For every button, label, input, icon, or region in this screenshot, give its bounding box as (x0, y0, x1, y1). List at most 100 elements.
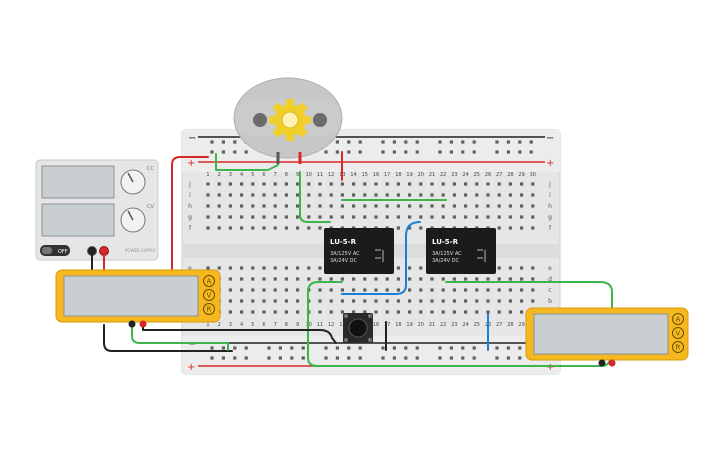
hole-i11[interactable] (318, 193, 322, 197)
hole-d26[interactable] (486, 277, 490, 281)
hole-i27[interactable] (497, 193, 501, 197)
hole-a9[interactable] (296, 310, 300, 314)
hole-a22[interactable] (441, 310, 445, 314)
hole-h3[interactable] (228, 204, 232, 208)
hole-i28[interactable] (508, 193, 512, 197)
hole-e6[interactable] (262, 266, 266, 270)
hole-j11[interactable] (318, 182, 322, 186)
hole-g5[interactable] (251, 215, 255, 219)
hole-f11[interactable] (318, 226, 322, 230)
hole-c19[interactable] (408, 288, 412, 292)
hole-g1[interactable] (206, 215, 210, 219)
meter-right-mode-r[interactable]: R (676, 344, 681, 352)
hole-h23[interactable] (452, 204, 456, 208)
wire-relay2-to-meter[interactable] (445, 281, 613, 311)
rail-hole[interactable] (210, 150, 214, 154)
rail-hole[interactable] (381, 356, 385, 360)
hole-a24[interactable] (464, 310, 468, 314)
hole-c24[interactable] (464, 288, 468, 292)
multimeter-right[interactable]: A V R (525, 307, 689, 367)
hole-i14[interactable] (352, 193, 356, 197)
hole-d12[interactable] (329, 277, 333, 281)
hole-i9[interactable] (296, 193, 300, 197)
hole-j2[interactable] (217, 182, 221, 186)
hole-b23[interactable] (452, 299, 456, 303)
hole-d18[interactable] (396, 277, 400, 281)
hole-h21[interactable] (430, 204, 434, 208)
hole-g18[interactable] (396, 215, 400, 219)
wires[interactable] (91, 151, 613, 367)
hole-a12[interactable] (329, 310, 333, 314)
rail-hole[interactable] (404, 150, 408, 154)
hole-b24[interactable] (464, 299, 468, 303)
rail-hole[interactable] (472, 346, 476, 350)
rail-hole[interactable] (404, 140, 408, 144)
hole-e19[interactable] (408, 266, 412, 270)
hole-i4[interactable] (240, 193, 244, 197)
hole-a25[interactable] (475, 310, 479, 314)
hole-b28[interactable] (508, 299, 512, 303)
hole-j23[interactable] (452, 182, 456, 186)
rail-hole[interactable] (233, 150, 237, 154)
hole-g27[interactable] (497, 215, 501, 219)
hole-h1[interactable] (206, 204, 210, 208)
hole-j12[interactable] (329, 182, 333, 186)
hole-f18[interactable] (396, 226, 400, 230)
rail-hole[interactable] (335, 356, 339, 360)
rail-hole[interactable] (461, 356, 465, 360)
hole-e2[interactable] (217, 266, 221, 270)
hole-c30[interactable] (531, 288, 535, 292)
hole-g17[interactable] (385, 215, 389, 219)
hole-b6[interactable] (262, 299, 266, 303)
rail-hole[interactable] (233, 346, 237, 350)
hole-i24[interactable] (464, 193, 468, 197)
hole-j29[interactable] (520, 182, 524, 186)
hole-h30[interactable] (531, 204, 535, 208)
hole-i18[interactable] (396, 193, 400, 197)
hole-e28[interactable] (508, 266, 512, 270)
hole-c29[interactable] (520, 288, 524, 292)
hole-i2[interactable] (217, 193, 221, 197)
rail-hole[interactable] (495, 150, 499, 154)
hole-c8[interactable] (284, 288, 288, 292)
wire-button-loop[interactable] (307, 281, 611, 367)
rail-hole[interactable] (392, 346, 396, 350)
hole-c3[interactable] (228, 288, 232, 292)
power-supply[interactable]: CC CV OFF POWER SUPPLY (35, 159, 159, 261)
hole-g13[interactable] (340, 215, 344, 219)
hole-b17[interactable] (385, 299, 389, 303)
hole-d22[interactable] (441, 277, 445, 281)
hole-a26[interactable] (486, 310, 490, 314)
hole-b3[interactable] (228, 299, 232, 303)
hole-h17[interactable] (385, 204, 389, 208)
rail-hole[interactable] (290, 346, 294, 350)
rail-hole[interactable] (210, 356, 214, 360)
hole-i16[interactable] (374, 193, 378, 197)
rail-hole[interactable] (472, 140, 476, 144)
hole-h15[interactable] (363, 204, 367, 208)
hole-a3[interactable] (228, 310, 232, 314)
hole-j19[interactable] (408, 182, 412, 186)
hole-g25[interactable] (475, 215, 479, 219)
hole-b18[interactable] (396, 299, 400, 303)
wire-rail-to-motor[interactable] (215, 153, 279, 171)
pushbutton-icon[interactable] (343, 313, 373, 343)
rail-hole[interactable] (415, 356, 419, 360)
hole-d29[interactable] (520, 277, 524, 281)
hole-g20[interactable] (419, 215, 423, 219)
wire-motor-to-relay1[interactable] (299, 171, 331, 223)
hole-f7[interactable] (273, 226, 277, 230)
hole-c23[interactable] (452, 288, 456, 292)
wire-meter-to-top-rail[interactable] (171, 156, 209, 273)
hole-f30[interactable] (531, 226, 535, 230)
rail-hole[interactable] (392, 356, 396, 360)
hole-d21[interactable] (430, 277, 434, 281)
hole-c28[interactable] (508, 288, 512, 292)
hole-a28[interactable] (508, 310, 512, 314)
hole-h29[interactable] (520, 204, 524, 208)
hole-d3[interactable] (228, 277, 232, 281)
hole-h14[interactable] (352, 204, 356, 208)
hole-h28[interactable] (508, 204, 512, 208)
hole-a15[interactable] (363, 310, 367, 314)
hole-a19[interactable] (408, 310, 412, 314)
